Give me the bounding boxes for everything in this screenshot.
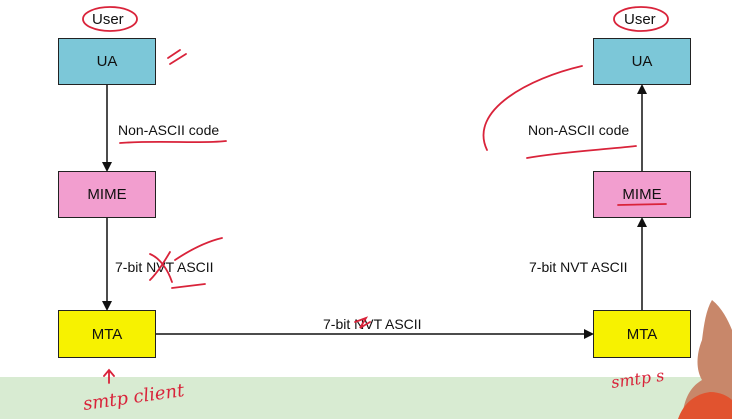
presenter-figure xyxy=(678,300,732,419)
cross-left-nvt xyxy=(149,251,173,283)
annotation-right: smtp s xyxy=(610,366,665,392)
left-user-label: User xyxy=(92,11,124,28)
handwritten-annotations xyxy=(82,6,669,384)
underline-left-nvt xyxy=(171,283,206,289)
left-edge-ua-mime-label: Non-ASCII code xyxy=(118,122,220,138)
mark-middle-nvt xyxy=(354,316,371,329)
marks-left-ua xyxy=(167,49,187,65)
left-mime-box: MIME xyxy=(58,171,156,218)
right-mta-box: MTA xyxy=(593,310,691,358)
arc-right xyxy=(482,65,583,151)
underline-right-nonascii xyxy=(526,145,637,159)
arrow-up-left-mta xyxy=(103,368,115,384)
right-ua-box: UA xyxy=(593,38,691,85)
circle-left-user xyxy=(82,6,138,32)
circle-right-user xyxy=(613,6,669,32)
bottom-band xyxy=(0,377,732,419)
right-edge-mime-ua-label: Non-ASCII code xyxy=(528,122,630,138)
middle-edge-label: 7-bit NVT ASCII xyxy=(323,316,422,332)
underline-right-mime xyxy=(617,203,667,206)
right-edge-mta-mime-label: 7-bit NVT ASCII xyxy=(529,259,628,275)
annotation-left: smtp client xyxy=(82,380,187,415)
left-ua-box: UA xyxy=(58,38,156,85)
right-user-label: User xyxy=(624,11,656,28)
swoosh-left xyxy=(174,237,223,261)
underline-left-nonascii xyxy=(119,140,227,144)
